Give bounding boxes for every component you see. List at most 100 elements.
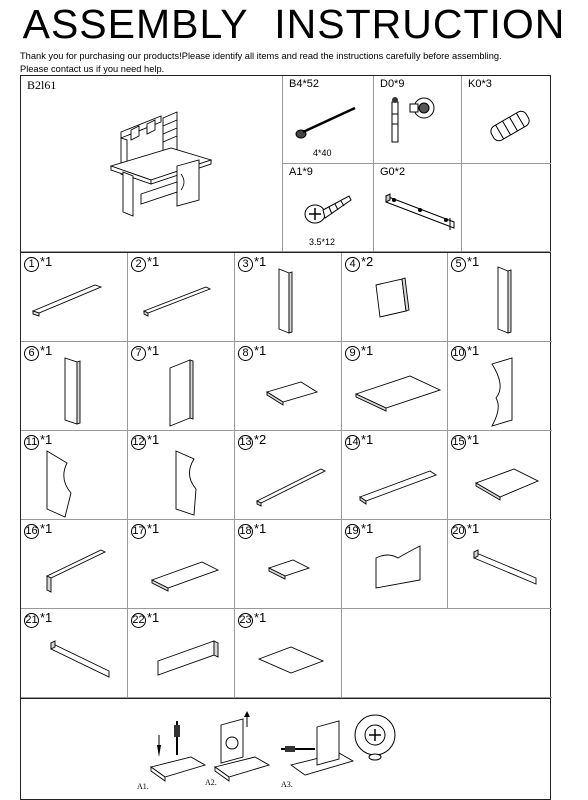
part-label: 2*1 xyxy=(131,254,159,272)
hardware-code: D0*9 xyxy=(380,78,405,90)
part-quantity: *1 xyxy=(40,343,53,358)
part-number: 2 xyxy=(131,257,146,272)
hardware-code: A1*9 xyxy=(289,166,313,178)
intro-text: Thank you for purchasing our products!Pl… xyxy=(20,50,580,75)
part-label: 12*1 xyxy=(131,432,159,450)
part-number: 3 xyxy=(238,257,253,272)
panel-drawing xyxy=(497,266,512,334)
part-number: 4 xyxy=(345,257,360,272)
part-cell: 12*1 xyxy=(128,431,235,520)
hardware-cell-5: G0*2 xyxy=(374,164,462,252)
part-label: 17*1 xyxy=(131,521,159,539)
short-screw-icon xyxy=(304,195,352,224)
part-number: 10 xyxy=(451,346,466,361)
part-number: 19 xyxy=(345,524,360,539)
part-cell: 14*1 xyxy=(342,431,448,520)
part-cell: 3*1 xyxy=(235,253,342,342)
panel-drawing xyxy=(473,549,537,585)
hardware-cell-1: B4*52 4*40 xyxy=(283,76,374,164)
part-number: 7 xyxy=(131,346,146,361)
part-label: 21*1 xyxy=(24,610,52,628)
part-cell: 15*1 xyxy=(448,431,552,520)
page-title: ASSEMBLY INSTRUCTION xyxy=(22,1,566,47)
hardware-code: K0*3 xyxy=(468,78,492,90)
part-quantity: *1 xyxy=(147,610,160,625)
part-quantity: *1 xyxy=(40,432,53,447)
panel-drawing xyxy=(278,268,293,334)
part-quantity: *1 xyxy=(467,521,480,536)
part-label: 4*2 xyxy=(345,254,373,272)
metal-bracket-icon xyxy=(385,193,455,230)
panel-drawing xyxy=(46,450,72,518)
panel-drawing xyxy=(359,470,437,505)
part-quantity: *1 xyxy=(254,343,267,358)
part-label: 15*1 xyxy=(451,432,479,450)
part-cell: 13*2 xyxy=(235,431,342,520)
panel-drawing xyxy=(45,549,107,593)
part-number: 15 xyxy=(451,435,466,450)
part-cell: 23*1 xyxy=(235,609,342,698)
panel-drawing xyxy=(257,646,325,674)
part-label: 5*1 xyxy=(451,254,479,272)
wood-dowel-icon xyxy=(490,110,530,142)
part-cell: 20*1 xyxy=(448,520,552,609)
panel-drawing xyxy=(375,545,421,589)
hardware-cell-empty xyxy=(462,164,551,252)
part-number: 6 xyxy=(24,346,39,361)
hardware-cell-2: D0*9 xyxy=(374,76,462,164)
part-cell: 10*1 xyxy=(448,342,552,431)
part-cell: 22*1 xyxy=(128,609,235,698)
part-number: 9 xyxy=(345,346,360,361)
part-label: 18*1 xyxy=(238,521,266,539)
model-code: B2l61 xyxy=(27,78,57,92)
intro-line-1: Thank you for purchasing our products!Pl… xyxy=(20,51,502,61)
part-label: 23*1 xyxy=(238,610,266,628)
empty-cell xyxy=(448,609,552,698)
part-number: 17 xyxy=(131,524,146,539)
part-number: 21 xyxy=(24,613,39,628)
step-label-a1: A1. xyxy=(137,782,149,791)
part-number: 1 xyxy=(24,257,39,272)
part-quantity: *1 xyxy=(254,521,267,536)
hardware-size: 4*40 xyxy=(313,148,332,158)
part-cell: 8*1 xyxy=(235,342,342,431)
part-cell: 17*1 xyxy=(128,520,235,609)
part-label: 3*1 xyxy=(238,254,266,272)
part-label: 16*1 xyxy=(24,521,52,539)
part-label: 1*1 xyxy=(24,254,52,272)
part-label: 20*1 xyxy=(451,521,479,539)
part-number: 16 xyxy=(24,524,39,539)
panel-drawing xyxy=(64,357,81,425)
part-quantity: *1 xyxy=(40,610,53,625)
part-label: 22*1 xyxy=(131,610,159,628)
panel-drawing xyxy=(265,381,319,406)
panel-drawing xyxy=(150,561,220,592)
part-label: 6*1 xyxy=(24,343,52,361)
part-quantity: *1 xyxy=(467,254,480,269)
part-cell: 4*2 xyxy=(342,253,448,342)
panel-drawing xyxy=(474,468,540,501)
part-cell: 2*1 xyxy=(128,253,235,342)
part-cell: 9*1 xyxy=(342,342,448,431)
part-quantity: *1 xyxy=(147,432,160,447)
part-number: 20 xyxy=(451,524,466,539)
panel-drawing xyxy=(175,450,197,516)
step-label-a2: A2. xyxy=(205,778,217,787)
hardware-section: B2l61 B4*52 4*40 D0*9 xyxy=(20,75,551,253)
part-quantity: *1 xyxy=(361,343,374,358)
panel-drawing xyxy=(157,640,219,676)
part-number: 12 xyxy=(131,435,146,450)
panel-drawing xyxy=(491,357,513,427)
part-label: 8*1 xyxy=(238,343,266,361)
long-screw-icon xyxy=(295,106,356,139)
hardware-code: B4*52 xyxy=(289,78,319,90)
part-label: 9*1 xyxy=(345,343,373,361)
part-quantity: *1 xyxy=(467,343,480,358)
hardware-cell-4: A1*9 3.5*12 xyxy=(283,164,374,252)
part-quantity: *1 xyxy=(467,432,480,447)
part-cell: 21*1 xyxy=(21,609,128,698)
panel-drawing xyxy=(169,359,194,427)
part-cell: 11*1 xyxy=(21,431,128,520)
part-cell: 1*1 xyxy=(21,253,128,342)
